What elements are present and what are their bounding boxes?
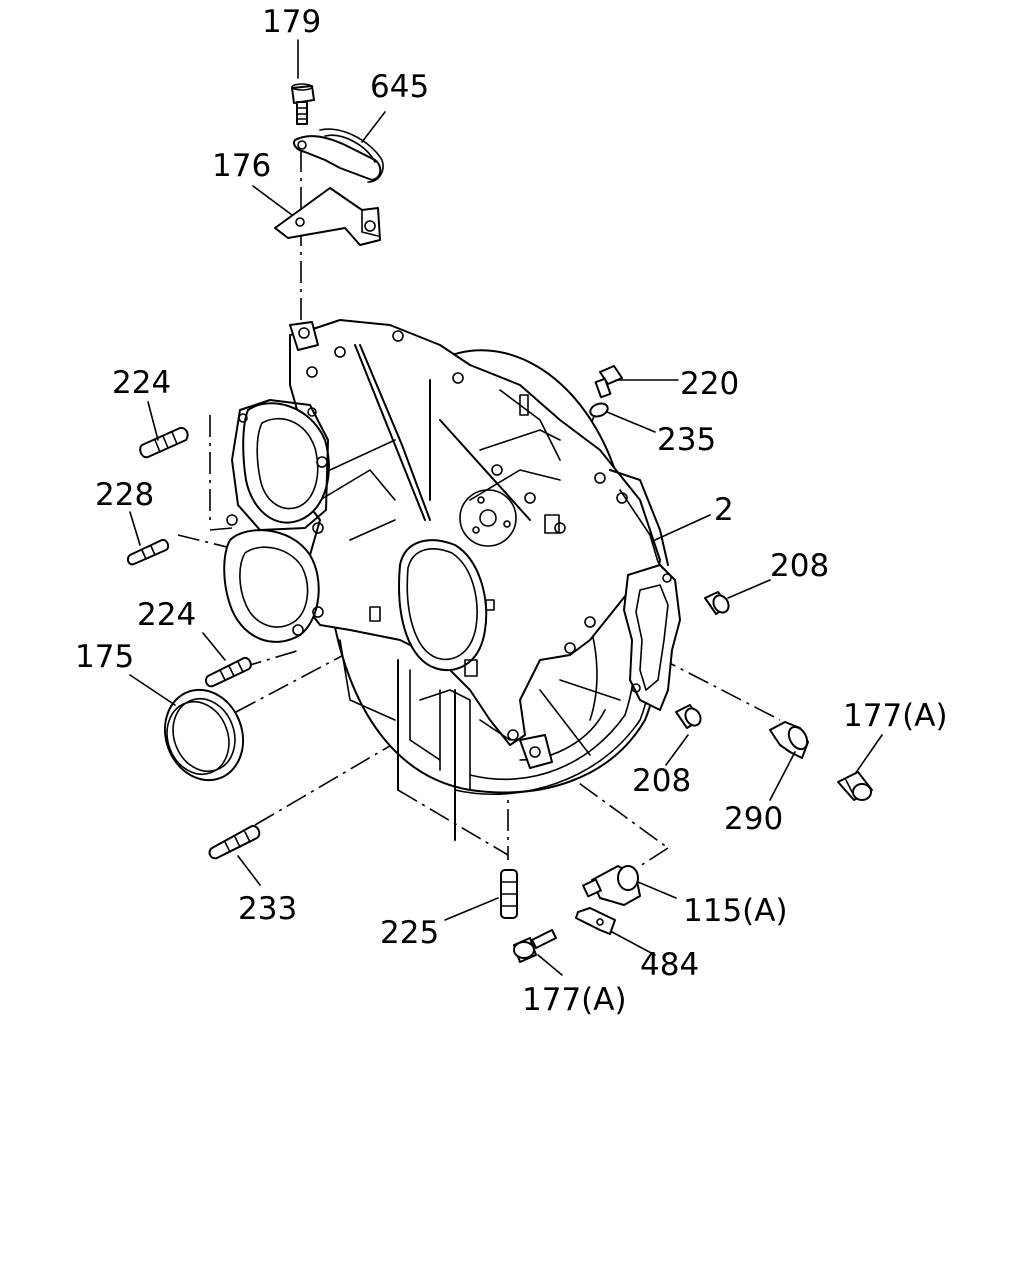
callout-235: 235 [657, 422, 716, 458]
callout-115A: 115(A) [683, 893, 788, 929]
callout-225: 225 [380, 915, 439, 951]
bolt-220 [594, 365, 623, 399]
leader-lines [129, 39, 883, 976]
plate-484 [575, 907, 616, 935]
bolt-177A-right [837, 771, 873, 801]
callout-176: 176 [212, 148, 271, 184]
clip-645 [293, 128, 384, 183]
stud-233 [208, 824, 261, 860]
callout-175: 175 [75, 639, 134, 675]
plug-208-upper [704, 591, 730, 615]
stud-224-lower [204, 656, 252, 688]
oil-seal-175 [163, 688, 245, 782]
callout-labels: 179 645 176 224 228 224 175 220 235 2 20… [75, 4, 948, 1018]
callout-177A-right: 177(A) [843, 698, 948, 734]
bolt-179 [291, 83, 315, 125]
callout-177A-bottom: 177(A) [522, 982, 627, 1018]
washer-235 [589, 402, 609, 418]
stud-224-upper [139, 426, 189, 459]
callout-179: 179 [262, 4, 321, 40]
callout-224-lower: 224 [137, 597, 196, 633]
callout-220: 220 [680, 366, 739, 402]
callout-645: 645 [370, 69, 429, 105]
sensor-115A [582, 865, 641, 906]
bracket-176 [274, 187, 381, 246]
callout-484: 484 [640, 947, 699, 983]
stud-225 [500, 869, 518, 919]
flywheel-housing [223, 319, 681, 841]
callout-233: 233 [238, 891, 297, 927]
callout-208-upper: 208 [770, 548, 829, 584]
callout-208-lower: 208 [632, 763, 691, 799]
callout-228: 228 [95, 477, 154, 513]
plug-208-lower [675, 704, 702, 729]
callout-224-upper: 224 [112, 365, 171, 401]
callout-2: 2 [714, 492, 734, 528]
stud-228 [126, 538, 170, 566]
pin-290 [769, 721, 809, 759]
bolt-177A-bottom [513, 929, 557, 963]
callout-290: 290 [724, 801, 783, 837]
